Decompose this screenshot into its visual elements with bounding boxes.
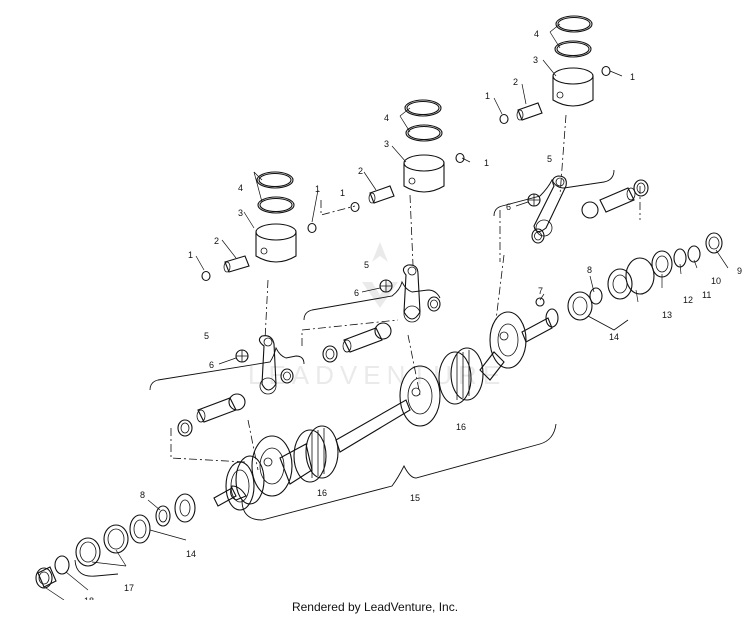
callout-6: 6 xyxy=(209,360,214,370)
callout-18: 18 xyxy=(84,596,94,600)
assembly-center-lines xyxy=(170,114,641,471)
callout-4: 4 xyxy=(534,29,539,39)
callout-15: 15 xyxy=(410,493,420,503)
callout-6: 6 xyxy=(506,202,511,212)
callout-16: 16 xyxy=(317,488,327,498)
callout-11: 11 xyxy=(702,290,711,300)
callout-13: 13 xyxy=(662,310,672,320)
callout-2: 2 xyxy=(358,166,363,176)
callout-1: 1 xyxy=(340,188,345,198)
callout-3: 3 xyxy=(384,139,389,149)
middle-cylinder-parts xyxy=(322,99,465,363)
callout-1: 1 xyxy=(485,91,490,101)
left-end-parts xyxy=(35,493,196,589)
callout-5: 5 xyxy=(364,260,369,270)
callout-2: 2 xyxy=(513,77,518,87)
callout-9: 9 xyxy=(737,266,742,276)
callout-3: 3 xyxy=(238,208,243,218)
callout-14: 14 xyxy=(609,332,619,342)
part-callouts: 4 3 2 1 1 5 6 4 3 2 1 1 5 6 4 3 2 1 1 5 … xyxy=(84,29,742,600)
callout-12: 12 xyxy=(683,295,693,305)
callout-2: 2 xyxy=(214,236,219,246)
right-cylinder-parts xyxy=(499,15,649,244)
callout-16: 16 xyxy=(456,422,466,432)
crankshaft-piston-exploded-diagram: LEADVENTURE xyxy=(35,15,742,600)
leader-lines xyxy=(45,23,729,600)
callout-1: 1 xyxy=(630,72,635,82)
callout-3: 3 xyxy=(533,55,538,65)
callout-8: 8 xyxy=(140,490,145,500)
render-credit: Rendered by LeadVenture, Inc. xyxy=(291,600,459,614)
callout-10: 10 xyxy=(711,276,721,286)
callout-7: 7 xyxy=(538,286,543,296)
right-end-parts xyxy=(535,232,723,321)
callout-8: 8 xyxy=(587,265,592,275)
callout-4: 4 xyxy=(238,183,243,193)
grouping-braces xyxy=(74,169,629,577)
callout-5: 5 xyxy=(204,331,209,341)
callout-4: 4 xyxy=(384,113,389,123)
callout-1: 1 xyxy=(315,184,320,194)
watermark-text: LEADVENTURE xyxy=(248,360,506,390)
callout-14: 14 xyxy=(186,549,196,559)
callout-17: 17 xyxy=(124,583,134,593)
callout-6: 6 xyxy=(354,288,359,298)
left-cylinder-parts xyxy=(177,171,360,437)
callout-5: 5 xyxy=(547,154,552,164)
callout-1: 1 xyxy=(484,158,489,168)
watermark-logo: LEADVENTURE xyxy=(248,242,506,390)
crankshaft-assembly xyxy=(213,308,559,511)
callout-1: 1 xyxy=(188,250,193,260)
